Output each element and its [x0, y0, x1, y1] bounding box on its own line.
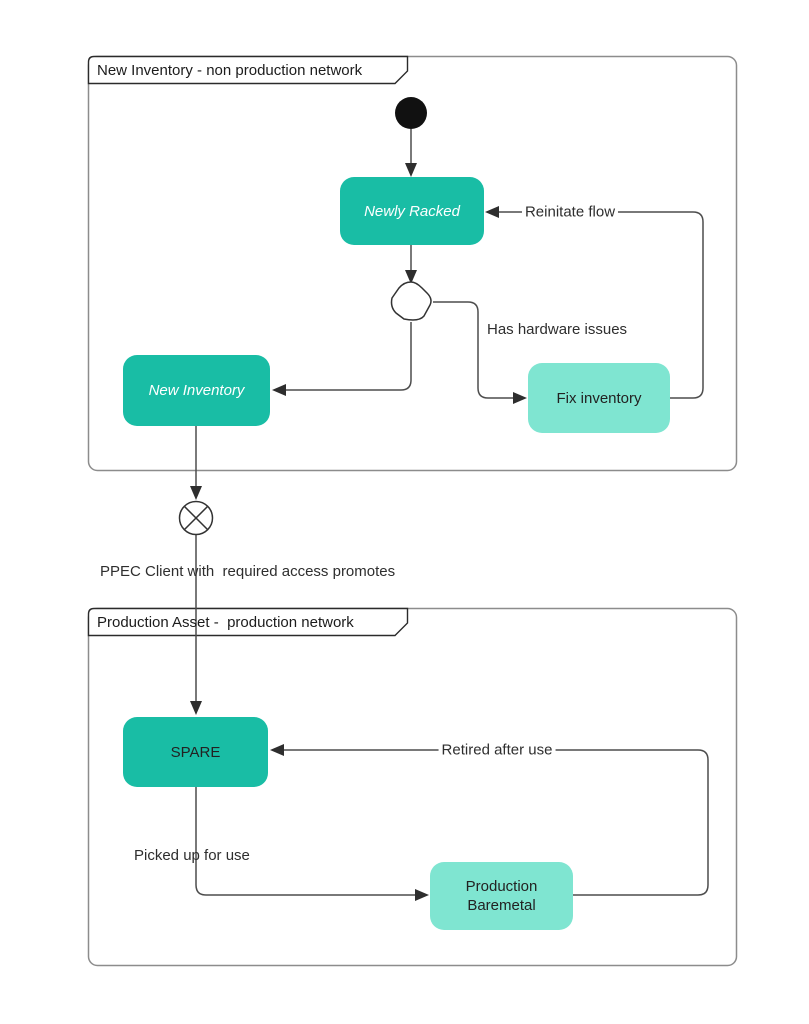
frame-production-asset-border	[87, 607, 738, 967]
arrowhead-into-exit-node	[190, 486, 202, 500]
state-newly-racked: Newly Racked	[340, 177, 484, 245]
edge-decision-to-fix-inventory	[433, 301, 513, 399]
arrowhead-into-fix-inventory	[513, 392, 527, 404]
frame-production-asset	[87, 607, 738, 967]
edge-label-retired-after-use: Retired after use	[438, 741, 556, 759]
arrowhead-into-decision	[405, 270, 417, 284]
edge-label-reinitate-flow: Reinitate flow	[521, 203, 619, 221]
decision-diamond-icon	[390, 281, 432, 321]
arrowhead-into-newly-racked-top	[405, 163, 417, 177]
edge-label-has-hardware-issues: Has hardware issues	[487, 321, 628, 338]
state-fix-inventory: Fix inventory	[528, 363, 670, 433]
arrowhead-into-spare-top	[190, 701, 202, 715]
state-new-inventory: New Inventory	[123, 355, 270, 426]
edge-decision-to-new-inventory	[286, 322, 412, 391]
edge-fix-inventory-to-newly-racked	[499, 211, 704, 399]
arrowhead-into-newly-racked-right	[485, 206, 499, 218]
edge-production-baremetal-to-spare	[284, 749, 709, 896]
state-production-baremetal: Production Baremetal	[430, 862, 573, 930]
arrowhead-into-spare-right	[270, 744, 284, 756]
state-spare: SPARE	[123, 717, 268, 787]
frame-title-production-asset: Production Asset - production network	[97, 614, 354, 631]
frame-title-new-inventory: New Inventory - non production network	[97, 62, 363, 79]
frame-new-inventory-border	[87, 55, 738, 472]
edge-spare-to-production-baremetal	[195, 787, 415, 896]
arrowhead-into-production-baremetal	[415, 889, 429, 901]
frame-new-inventory-tab	[87, 55, 409, 85]
exit-node-icon	[178, 500, 214, 536]
initial-state-icon	[395, 97, 427, 129]
arrowhead-into-new-inventory	[272, 384, 286, 396]
frame-new-inventory	[87, 55, 738, 472]
edge-label-ppec-promotes: PPEC Client with required access promote…	[100, 563, 396, 580]
frame-production-asset-tab	[87, 607, 409, 637]
edge-label-picked-up-for-use: Picked up for use	[134, 847, 250, 864]
